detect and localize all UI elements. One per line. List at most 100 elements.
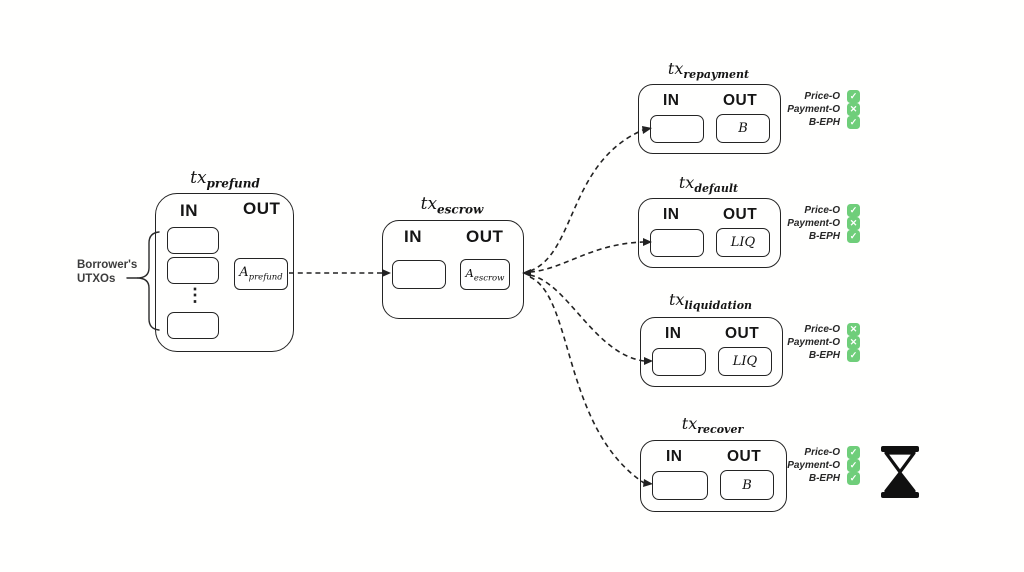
tx-liquidation-input-slot (652, 348, 706, 376)
condition-label: B-EPH (808, 231, 840, 243)
condition-row: B-EPH ✓ (756, 472, 860, 486)
check-icon: ✓ (847, 472, 860, 486)
tx-escrow-input-slot (392, 260, 446, 289)
condition-label: Price-O (804, 447, 840, 459)
tx-repayment-title-sub: repayment (683, 68, 750, 82)
tx-escrow-title-base: tx (420, 194, 438, 214)
tx-repayment-output-slot: B (716, 114, 770, 143)
condition-label: B-EPH (808, 350, 840, 362)
tx-recover-title-base: tx (681, 414, 698, 433)
borrowers-utxos-label: Borrower's UTXOs (77, 258, 137, 286)
tx-default-out-label: OUT (723, 206, 758, 223)
output-sub: escrow (473, 273, 505, 284)
tx-repayment-conditions: Price-O ✓ Payment-O ✕ B-EPH ✓ (756, 90, 860, 130)
tx-repayment-out-label: OUT (723, 92, 758, 109)
condition-row: Payment-O ✓ (756, 459, 860, 473)
tx-repayment-box (638, 84, 781, 154)
tx-liquidation-output-value: LIQ (732, 354, 758, 369)
tx-prefund-output-value: Aprefund (239, 265, 282, 283)
arrow-escrow-to-repayment (529, 126, 652, 272)
cross-icon: ✕ (847, 323, 860, 337)
tx-recover-conditions: Price-O ✓ Payment-O ✓ B-EPH ✓ (756, 446, 860, 486)
condition-label: Payment-O (787, 337, 840, 349)
tx-prefund-title-sub: prefund (206, 176, 260, 191)
tx-recover-title-sub: recover (697, 423, 744, 437)
condition-row: Payment-O ✕ (756, 336, 860, 350)
tx-prefund-out-label: OUT (243, 199, 281, 218)
borrowers-utxos-line2: UTXOs (77, 273, 116, 285)
condition-label: B-EPH (808, 117, 840, 129)
check-icon: ✓ (847, 90, 860, 104)
tx-escrow-in-label: IN (404, 227, 422, 246)
check-icon: ✓ (847, 230, 860, 244)
tx-default-title-base: tx (678, 173, 695, 192)
tx-default-output-slot: LIQ (716, 228, 770, 257)
tx-recover-output-value: B (742, 477, 752, 493)
tx-default-in-label: IN (663, 206, 680, 223)
condition-label: Payment-O (787, 218, 840, 230)
tx-prefund-input-slot-1 (167, 227, 219, 254)
condition-row: Price-O ✓ (756, 446, 860, 460)
tx-default-input-slot (650, 229, 704, 257)
tx-prefund-ellipsis: ⋮ (186, 285, 204, 305)
tx-repayment-title-base: tx (667, 59, 684, 78)
check-icon: ✓ (847, 204, 860, 218)
output-base: A (239, 265, 249, 281)
condition-row: Price-O ✓ (756, 90, 860, 104)
condition-label: Payment-O (787, 460, 840, 472)
cross-icon: ✕ (847, 217, 860, 231)
output-sub: prefund (248, 272, 283, 283)
tx-repayment-in-label: IN (663, 92, 680, 109)
tx-prefund-output-slot: Aprefund (234, 258, 288, 290)
check-icon: ✓ (847, 459, 860, 473)
condition-row: B-EPH ✓ (756, 349, 860, 363)
output-base: A (465, 265, 474, 280)
condition-row: B-EPH ✓ (756, 230, 860, 244)
tx-default-title-sub: default (694, 182, 739, 196)
tx-repayment-output-value: B (738, 121, 748, 136)
arrow-escrow-to-recover (529, 276, 653, 487)
arrow-escrow-to-default (529, 238, 652, 273)
condition-row: Price-O ✓ (756, 204, 860, 218)
tx-prefund-title: txprefund (160, 168, 290, 190)
tx-escrow-output-slot: Aescrow (460, 259, 510, 290)
condition-label: B-EPH (808, 473, 840, 485)
arrow-escrow-to-liquidation (529, 274, 653, 365)
tx-liquidation-out-label: OUT (725, 325, 760, 342)
tx-default-output-value: LIQ (730, 235, 756, 250)
tx-prefund-input-slot-3 (167, 312, 219, 339)
cross-icon: ✕ (847, 103, 860, 117)
check-icon: ✓ (847, 349, 860, 363)
tx-default-conditions: Price-O ✓ Payment-O ✕ B-EPH ✓ (756, 204, 860, 244)
condition-row: B-EPH ✓ (756, 116, 860, 130)
tx-escrow-title: txescrow (382, 194, 522, 216)
tx-repayment-input-slot (650, 115, 704, 143)
tx-recover-in-label: IN (666, 448, 683, 465)
tx-repayment-title: txrepayment (638, 59, 779, 81)
condition-row: Payment-O ✕ (756, 103, 860, 117)
tx-recover-output-slot: B (720, 470, 774, 500)
tx-recover-input-slot (652, 471, 708, 500)
timelock-hourglass-icon (881, 446, 919, 498)
check-icon: ✓ (847, 116, 860, 130)
tx-escrow-out-label: OUT (466, 227, 504, 246)
tx-liquidation-title-sub: liquidation (684, 299, 753, 313)
tx-liquidation-title: txliquidation (640, 290, 781, 312)
tx-prefund-input-slot-2 (167, 257, 219, 284)
condition-label: Price-O (804, 91, 840, 103)
tx-prefund-in-label: IN (180, 201, 198, 220)
tx-recover-title: txrecover (640, 414, 785, 436)
tx-prefund-title-base: tx (190, 168, 207, 188)
borrowers-utxos-line1: Borrower's (77, 259, 138, 271)
tx-liquidation-in-label: IN (665, 325, 682, 342)
condition-row: Price-O ✕ (756, 323, 860, 337)
tx-escrow-title-sub: escrow (437, 202, 484, 217)
tx-default-title: txdefault (638, 173, 779, 195)
condition-label: Price-O (804, 205, 840, 217)
condition-label: Payment-O (787, 104, 840, 116)
check-icon: ✓ (847, 446, 860, 460)
arrow-prefund-to-escrow (289, 269, 391, 277)
condition-label: Price-O (804, 324, 840, 336)
condition-row: Payment-O ✕ (756, 217, 860, 231)
